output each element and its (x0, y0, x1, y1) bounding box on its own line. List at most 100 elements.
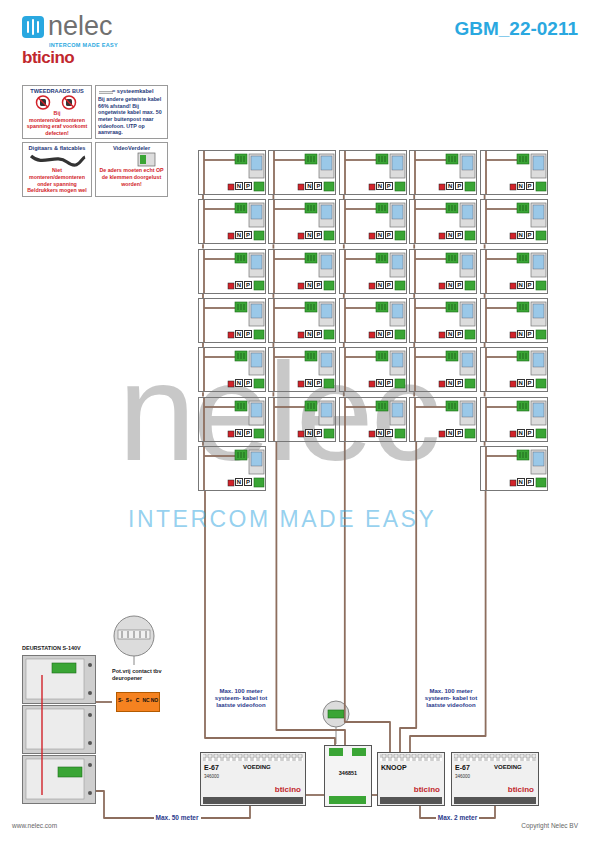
terminal-name: P (385, 330, 393, 338)
system-cable (414, 200, 416, 243)
monitor (249, 302, 264, 326)
monitor-screen (251, 452, 262, 466)
terminal-screws (379, 353, 385, 359)
terminal-block (305, 351, 317, 361)
terminal-strip (454, 797, 536, 804)
videophone: NP (268, 298, 336, 343)
terminal-block (254, 231, 264, 240)
terminal-name: P (455, 281, 463, 289)
terminal-screws (379, 156, 385, 162)
terminal-block (254, 330, 264, 339)
terminal-screws (520, 156, 526, 162)
monitor (319, 203, 334, 227)
terminal-name: P (314, 281, 322, 289)
terminal-name: N (235, 182, 243, 190)
terminal-block (536, 330, 546, 339)
door-module-panel (26, 759, 84, 799)
switch (369, 184, 375, 190)
device-body (200, 752, 306, 806)
terminal-name: N (235, 330, 243, 338)
videophone: NP (339, 298, 407, 343)
prohibition-sign (37, 96, 50, 109)
logo-bars (28, 20, 38, 34)
illustration (340, 348, 406, 391)
terminal-strip (380, 754, 442, 761)
terminal-block (235, 203, 247, 213)
terminal-name: N (235, 429, 243, 437)
terminal-block (376, 203, 388, 213)
system-cable (274, 356, 305, 358)
videophone: NP (198, 150, 266, 195)
terminal-name: P (526, 330, 534, 338)
monitor (460, 253, 475, 277)
monitor-screen (533, 403, 544, 417)
terminal-name: P (526, 182, 534, 190)
switch (298, 184, 304, 190)
monitor (390, 253, 405, 277)
monitor-screen (251, 353, 262, 367)
terminal-name: P (385, 429, 393, 437)
terminal-block (235, 401, 247, 411)
system-cable (274, 258, 305, 260)
monitor (319, 154, 334, 178)
system-cable (203, 200, 205, 243)
terminal-screws (238, 156, 244, 162)
terminal-name: P (244, 182, 252, 190)
monitor (531, 203, 546, 227)
terminal-block (324, 281, 334, 290)
cable-length: Max. 2 meter (436, 814, 479, 821)
switch (510, 381, 516, 387)
flat-cable (31, 156, 85, 165)
system-cable (204, 159, 235, 161)
info-box: Digitaars & flatcablesNiet monteren/demo… (22, 142, 92, 196)
device-code: 346851 (325, 770, 371, 776)
system-cable (486, 307, 517, 309)
terminal-screws (308, 353, 314, 359)
terminal-strip (380, 797, 442, 804)
terminal-name: P (314, 182, 322, 190)
terminal-name: P (526, 429, 534, 437)
videophone: NP (409, 199, 477, 244)
monitor (531, 401, 546, 425)
monitor (531, 154, 546, 178)
switch (510, 332, 516, 338)
screw (88, 691, 92, 695)
terminal-name: N (235, 478, 243, 486)
terminal-block (235, 253, 247, 263)
terminal-screws (308, 156, 314, 162)
terminal-name: N (376, 281, 384, 289)
videophone: NP (339, 249, 407, 294)
monitor-screen (462, 353, 473, 367)
node-heading: DEURSTATION S-140V (22, 645, 81, 651)
terminal-block (235, 302, 247, 312)
system-cable (204, 208, 235, 210)
terminal-block (324, 429, 334, 438)
illustration (481, 151, 547, 194)
terminal-block (235, 351, 247, 361)
switch (510, 480, 516, 486)
system-cable (204, 356, 235, 358)
device-name: VOEDING (494, 764, 522, 770)
switch (510, 283, 516, 289)
illustration (269, 348, 335, 391)
terminal-name: P (244, 231, 252, 239)
videophone: NP (198, 298, 266, 343)
terminal-block (517, 302, 529, 312)
brand-logo: bticino (508, 785, 534, 794)
terminal-screws (449, 205, 455, 211)
terminal-screws (238, 353, 244, 359)
terminal-name: N (517, 231, 525, 239)
monitor (249, 253, 264, 277)
terminal-screws (379, 255, 385, 261)
door-module-panel (26, 659, 84, 699)
monitor-screen (321, 304, 332, 318)
terminal-name: N (376, 379, 384, 387)
terminal-screws (308, 255, 314, 261)
door-module (23, 656, 96, 704)
terminal-name: P (526, 478, 534, 486)
info-text: De aders moeten echt OP de klemmen doorg… (98, 167, 165, 187)
monitor (249, 203, 264, 227)
monitor (319, 253, 334, 277)
terminal-block (328, 710, 344, 718)
terminal-screws (238, 452, 244, 458)
